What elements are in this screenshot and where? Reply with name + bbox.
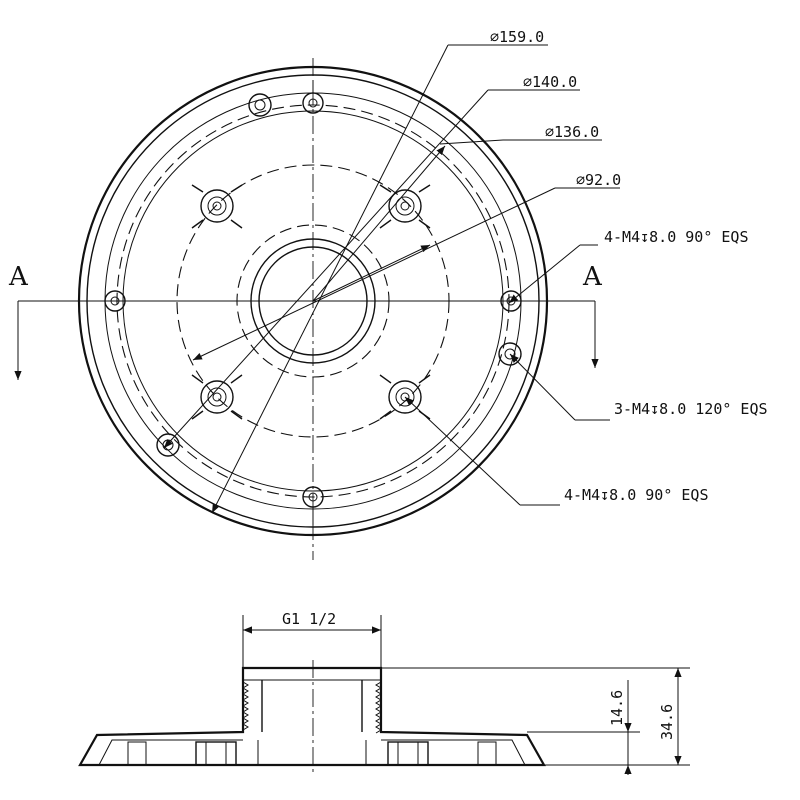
rim-hole-120-right: [498, 342, 522, 366]
label-height-14-6: 14.6: [608, 690, 626, 726]
label-dia-140: ∅140.0: [523, 73, 577, 91]
label-holes-b: 3-M4↧8.0 120° EQS: [614, 400, 768, 418]
label-thread: G1 1/2: [282, 610, 336, 628]
thread-left: [242, 681, 249, 731]
inner-bosses: [191, 184, 431, 420]
leader-136: [439, 139, 504, 145]
top-view: ∅159.0 ∅140.0 ∅136.0 ∅92.0 4-M4↧8.0 90° …: [8, 28, 768, 560]
boss-top-right: [379, 184, 431, 229]
leader-holes-b: [509, 353, 576, 421]
rim-hole-right: [500, 290, 522, 312]
base-plate-inner: [98, 739, 526, 766]
label-dia-136: ∅136.0: [545, 123, 599, 141]
rim-hole-120-bottom-left: [156, 433, 180, 457]
label-dia-92: ∅92.0: [576, 171, 621, 189]
boss-bottom-left: [191, 374, 243, 420]
label-height-34-6: 34.6: [658, 704, 676, 740]
rim-hole-120-top-left: [248, 93, 272, 117]
rim-hole-top-core: [308, 98, 318, 108]
section-label-left: A: [8, 262, 29, 292]
diameter-leaders: [163, 44, 620, 514]
label-holes-a: 4-M4↧8.0 90° EQS: [604, 228, 749, 246]
base-plate-outline: [78, 666, 546, 767]
label-holes-c: 4-M4↧8.0 90° EQS: [564, 486, 709, 504]
leader-92: [192, 187, 556, 361]
leader-holes-c: [404, 396, 521, 506]
boss-top-left: [191, 184, 243, 229]
section-label-right: A: [582, 262, 603, 292]
section-view: G1 1/2 14.6 34.6: [78, 610, 690, 775]
rim-hole-left-core: [110, 296, 120, 306]
leader-140: [163, 89, 489, 449]
hole-leaders: [404, 244, 610, 506]
rim-hole-left: [104, 290, 126, 312]
rim-hole-bottom-core: [308, 492, 318, 502]
rim-hole-120-bottom-left-core: [162, 439, 174, 451]
section-bosses: [127, 740, 497, 766]
label-dia-159: ∅159.0: [490, 28, 544, 46]
rim-hole-120-top-left-core: [254, 99, 266, 111]
thread-right: [375, 681, 382, 734]
rim-holes-120: [156, 93, 522, 457]
leader-159: [211, 44, 449, 514]
leader-holes-a: [508, 244, 581, 304]
